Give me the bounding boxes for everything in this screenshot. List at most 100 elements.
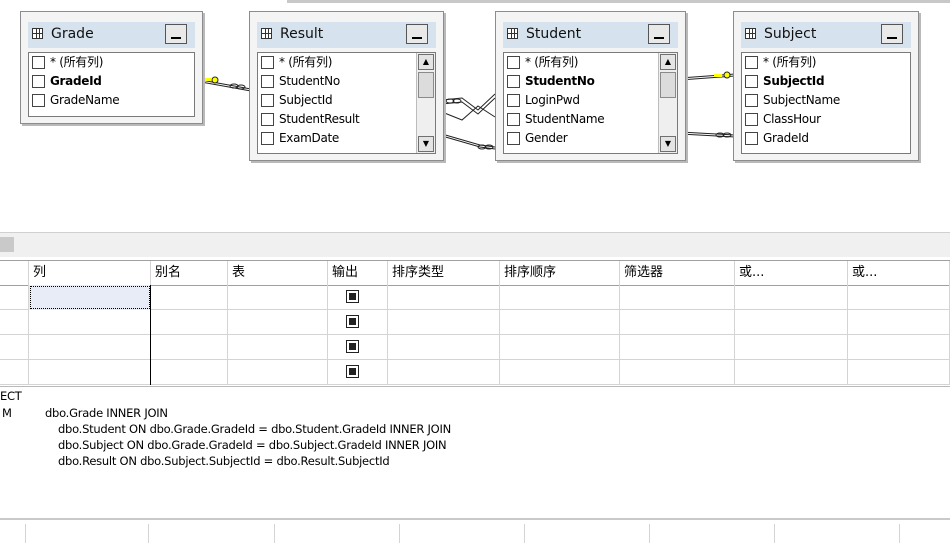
cell-output[interactable] (328, 310, 388, 335)
results-pane[interactable] (0, 518, 950, 543)
column-checkbox[interactable] (32, 56, 45, 69)
cell-filter[interactable] (620, 335, 735, 360)
grid-row[interactable] (0, 285, 950, 310)
output-checkbox[interactable] (346, 290, 359, 303)
scroll-down-icon[interactable]: ▼ (660, 136, 676, 152)
scroll-thumb[interactable] (660, 72, 676, 98)
grid-row[interactable] (0, 310, 950, 335)
relationship-student-subject-key[interactable] (679, 71, 736, 81)
column-row-examdate[interactable]: ExamDate (258, 129, 435, 148)
cell-or-1[interactable] (735, 285, 848, 310)
results-cell[interactable] (148, 524, 275, 543)
sql-line-1[interactable]: dbo.Grade INNER JOIN (45, 406, 168, 420)
header-sort-order[interactable]: 排序顺序 (500, 261, 620, 285)
cell-or-1[interactable] (735, 335, 848, 360)
scroll-up-icon[interactable]: ▲ (660, 54, 676, 70)
header-output[interactable]: 输出 (328, 261, 388, 285)
results-cell[interactable] (399, 524, 525, 543)
cell-or-1[interactable] (735, 360, 848, 385)
column-row-studentno[interactable]: StudentNo (504, 72, 677, 91)
grid-row[interactable] (0, 335, 950, 360)
minimize-icon[interactable] (881, 24, 903, 44)
cell-column[interactable] (29, 360, 151, 385)
results-cell[interactable] (524, 524, 650, 543)
cell-table[interactable] (228, 285, 328, 310)
cell-column[interactable] (29, 285, 151, 310)
cell-sort-type[interactable] (388, 310, 500, 335)
column-row-gradeid[interactable]: GradeId (29, 72, 194, 91)
column-checkbox[interactable] (745, 75, 758, 88)
cell-sort-type[interactable] (388, 360, 500, 385)
criteria-grid-pane[interactable]: 列 别名 表 输出 排序类型 排序顺序 筛选器 或... 或... (0, 232, 950, 386)
cell-sort-type[interactable] (388, 285, 500, 310)
minimize-icon[interactable] (406, 24, 428, 44)
column-row-subjectid[interactable]: SubjectId (258, 91, 435, 110)
header-table[interactable]: 表 (228, 261, 328, 285)
column-checkbox[interactable] (745, 94, 758, 107)
header-or-1[interactable]: 或... (735, 261, 848, 285)
table-student[interactable]: Student * (所有列) StudentNo LoginPwd Stude… (495, 11, 686, 161)
cell-sort-type[interactable] (388, 335, 500, 360)
diagram-pane[interactable]: Grade * (所有列) GradeId GradeName Result *… (0, 0, 950, 232)
column-checkbox[interactable] (32, 75, 45, 88)
cell-filter[interactable] (620, 285, 735, 310)
header-sort-type[interactable]: 排序类型 (388, 261, 500, 285)
cell-alias[interactable] (151, 335, 228, 360)
cell-or-1[interactable] (735, 310, 848, 335)
column-checkbox[interactable] (261, 75, 274, 88)
column-checkbox[interactable] (745, 132, 758, 145)
cell-sort-order[interactable] (500, 310, 620, 335)
scroll-up-icon[interactable]: ▲ (418, 54, 434, 70)
cell-output[interactable] (328, 335, 388, 360)
cell-filter[interactable] (620, 310, 735, 335)
cell-output[interactable] (328, 360, 388, 385)
column-row-all[interactable]: * (所有列) (504, 53, 677, 72)
cell-table[interactable] (228, 335, 328, 360)
sql-line-4[interactable]: dbo.Result ON dbo.Subject.SubjectId = db… (58, 454, 390, 468)
cell-or-2[interactable] (848, 335, 950, 360)
column-row-gradeid[interactable]: GradeId (742, 129, 910, 148)
relationship-result-student[interactable] (441, 93, 496, 150)
sql-line-3[interactable]: dbo.Subject ON dbo.Grade.GradeId = dbo.S… (58, 438, 447, 452)
column-checkbox[interactable] (261, 56, 274, 69)
output-checkbox[interactable] (346, 340, 359, 353)
table-grade[interactable]: Grade * (所有列) GradeId GradeName (20, 11, 203, 124)
cell-sort-order[interactable] (500, 285, 620, 310)
cell-alias[interactable] (151, 285, 228, 310)
minimize-icon[interactable] (648, 24, 670, 44)
table-result-scrollbar[interactable]: ▲ ▼ (416, 53, 435, 153)
cell-column[interactable] (29, 310, 151, 335)
relationship-student-subject-many[interactable] (679, 131, 736, 138)
column-row-all[interactable]: * (所有列) (742, 53, 910, 72)
cell-filter[interactable] (620, 360, 735, 385)
column-checkbox[interactable] (507, 94, 520, 107)
column-checkbox[interactable] (507, 56, 520, 69)
column-row-studentresult[interactable]: StudentResult (258, 110, 435, 129)
grid-body[interactable] (0, 285, 950, 385)
cell-table[interactable] (228, 310, 328, 335)
grid-row[interactable] (0, 360, 950, 385)
grid-pane-tab[interactable] (0, 237, 14, 252)
column-row-gender[interactable]: Gender (504, 129, 677, 148)
header-or-2[interactable]: 或... (848, 261, 950, 285)
cell-alias[interactable] (151, 310, 228, 335)
header-column[interactable]: 列 (29, 261, 151, 285)
cell-table[interactable] (228, 360, 328, 385)
column-checkbox[interactable] (507, 132, 520, 145)
cell-sort-order[interactable] (500, 360, 620, 385)
column-checkbox[interactable] (261, 113, 274, 126)
column-checkbox[interactable] (32, 94, 45, 107)
table-student-titlebar[interactable]: Student (503, 22, 678, 48)
output-checkbox[interactable] (346, 365, 359, 378)
scroll-down-icon[interactable]: ▼ (418, 136, 434, 152)
table-result-columns[interactable]: * (所有列) StudentNo SubjectId StudentResul… (257, 52, 436, 154)
output-checkbox[interactable] (346, 315, 359, 328)
column-row-all[interactable]: * (所有列) (29, 53, 194, 72)
column-checkbox[interactable] (507, 113, 520, 126)
table-grade-titlebar[interactable]: Grade (28, 22, 195, 48)
column-row-loginpwd[interactable]: LoginPwd (504, 91, 677, 110)
column-row-studentno[interactable]: StudentNo (258, 72, 435, 91)
column-row-all[interactable]: * (所有列) (258, 53, 435, 72)
header-alias[interactable]: 别名 (151, 261, 228, 285)
cell-sort-order[interactable] (500, 335, 620, 360)
